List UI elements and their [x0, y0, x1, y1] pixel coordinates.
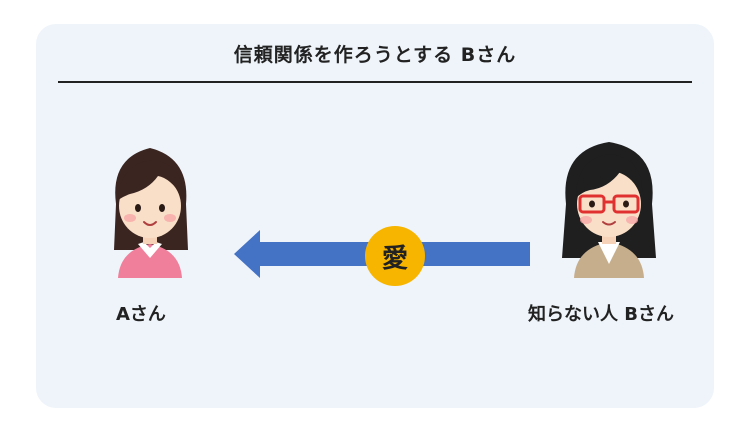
title-divider: [58, 81, 692, 83]
person-b-label: 知らない人 Bさん: [528, 304, 674, 325]
love-badge: 愛: [365, 226, 425, 286]
diagram-title: 信頼関係を作ろうとする Bさん: [233, 44, 517, 66]
person-a-label: Aさん: [116, 304, 166, 325]
person-b-illustration: [562, 142, 656, 278]
person-a-illustration: [114, 148, 188, 278]
